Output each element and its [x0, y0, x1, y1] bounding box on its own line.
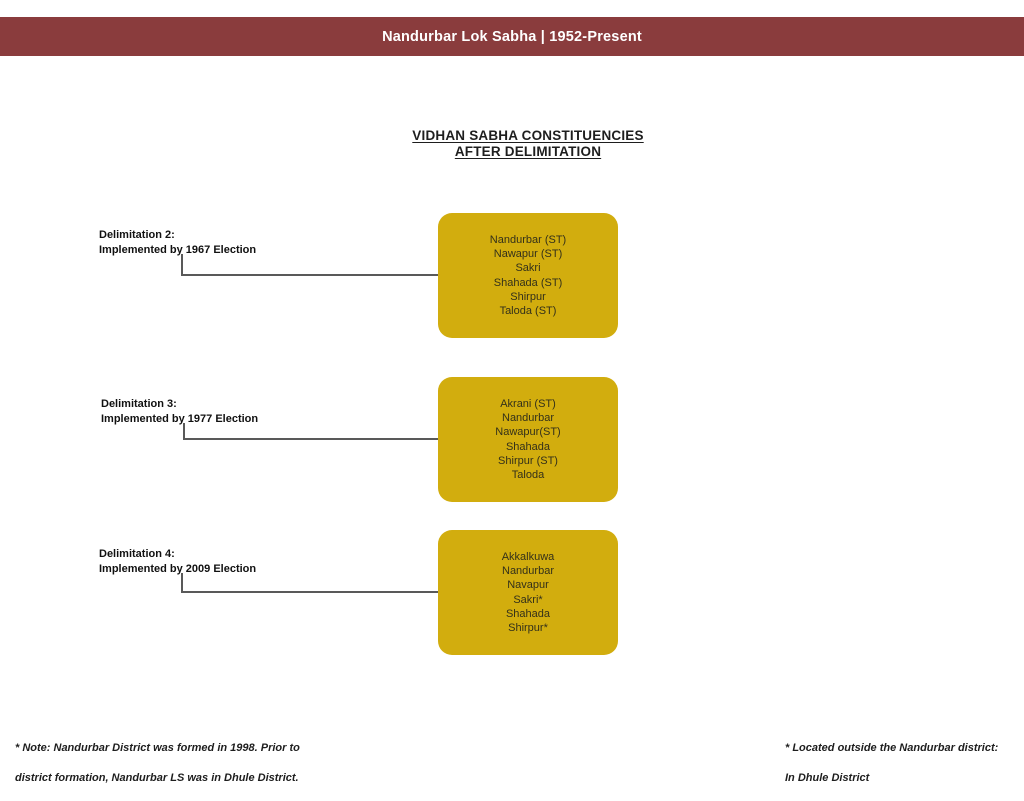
delimitation-label: Delimitation 3: Implemented by 1977 Elec…: [101, 397, 258, 426]
constituency-item: Nawapur(ST): [495, 426, 561, 439]
footnote-left: * Note: Nandurbar District was formed in…: [15, 726, 300, 801]
constituency-item: Akkalkuwa: [501, 550, 555, 563]
connector-horizontal-line: [181, 591, 438, 593]
constituency-item: Sakri: [515, 262, 541, 275]
delimitation-label: Delimitation 4: Implemented by 2009 Elec…: [99, 547, 256, 576]
section-title-line2: AFTER DELIMITATION: [454, 144, 602, 159]
delimitation-label-line2: Implemented by 1967 Election: [99, 243, 257, 256]
constituency-item: Nandurbar: [502, 565, 554, 578]
constituency-item: Nandurbar: [502, 412, 554, 425]
header-bar: Nandurbar Lok Sabha | 1952-Present: [0, 17, 1024, 56]
constituency-box: Akkalkuwa Nandurbar Navapur Sakri* Shaha…: [438, 530, 618, 655]
constituency-item: Shirpur*: [508, 621, 548, 634]
constituency-item: Shirpur (ST): [498, 454, 558, 467]
constituency-item: Taloda: [511, 468, 545, 481]
constituency-item: Shahada: [505, 607, 551, 620]
constituency-item: Akrani (ST): [500, 397, 556, 410]
connector-vertical-line: [181, 254, 183, 276]
footnote-right-line2: In Dhule District: [785, 772, 870, 784]
footnote-right: * Located outside the Nandurbar district…: [785, 726, 998, 801]
delimitation-label-line1: Delimitation 3:: [101, 398, 177, 410]
footnote-left-line2: district formation, Nandurbar LS was in …: [15, 772, 299, 784]
constituency-item: Shahada (ST): [493, 276, 563, 289]
constituency-box: Akrani (ST) Nandurbar Nawapur(ST) Shahad…: [438, 377, 618, 502]
page-title: Nandurbar Lok Sabha | 1952-Present: [382, 28, 642, 45]
footnote-left-line1: * Note: Nandurbar District was formed in…: [15, 742, 300, 754]
connector-vertical-line: [183, 423, 185, 440]
constituency-item: Shirpur: [510, 290, 546, 303]
delimitation-label-line1: Delimitation 2:: [99, 229, 175, 241]
section-title: VIDHAN SABHA CONSTITUENCIES AFTER DELIMI…: [412, 128, 643, 160]
constituency-item: Taloda (ST): [499, 304, 557, 317]
connector-horizontal-line: [183, 438, 438, 440]
delimitation-label: Delimitation 2: Implemented by 1967 Elec…: [99, 228, 256, 257]
footnote-right-line1: * Located outside the Nandurbar district…: [785, 742, 999, 754]
delimitation-label-line1: Delimitation 4:: [99, 548, 175, 560]
constituency-item: Nandurbar (ST): [489, 233, 567, 246]
section-title-line1: VIDHAN SABHA CONSTITUENCIES: [412, 128, 644, 143]
connector-horizontal-line: [181, 274, 438, 276]
constituency-item: Nawapur (ST): [493, 248, 563, 261]
constituency-item: Shahada: [505, 440, 551, 453]
connector-vertical-line: [181, 573, 183, 593]
delimitation-label-line2: Implemented by 2009 Election: [99, 562, 257, 575]
delimitation-label-line2: Implemented by 1977 Election: [101, 412, 259, 425]
constituency-item: Sakri*: [513, 593, 543, 606]
constituency-item: Navapur: [507, 579, 549, 592]
constituency-box: Nandurbar (ST) Nawapur (ST) Sakri Shahad…: [438, 213, 618, 338]
